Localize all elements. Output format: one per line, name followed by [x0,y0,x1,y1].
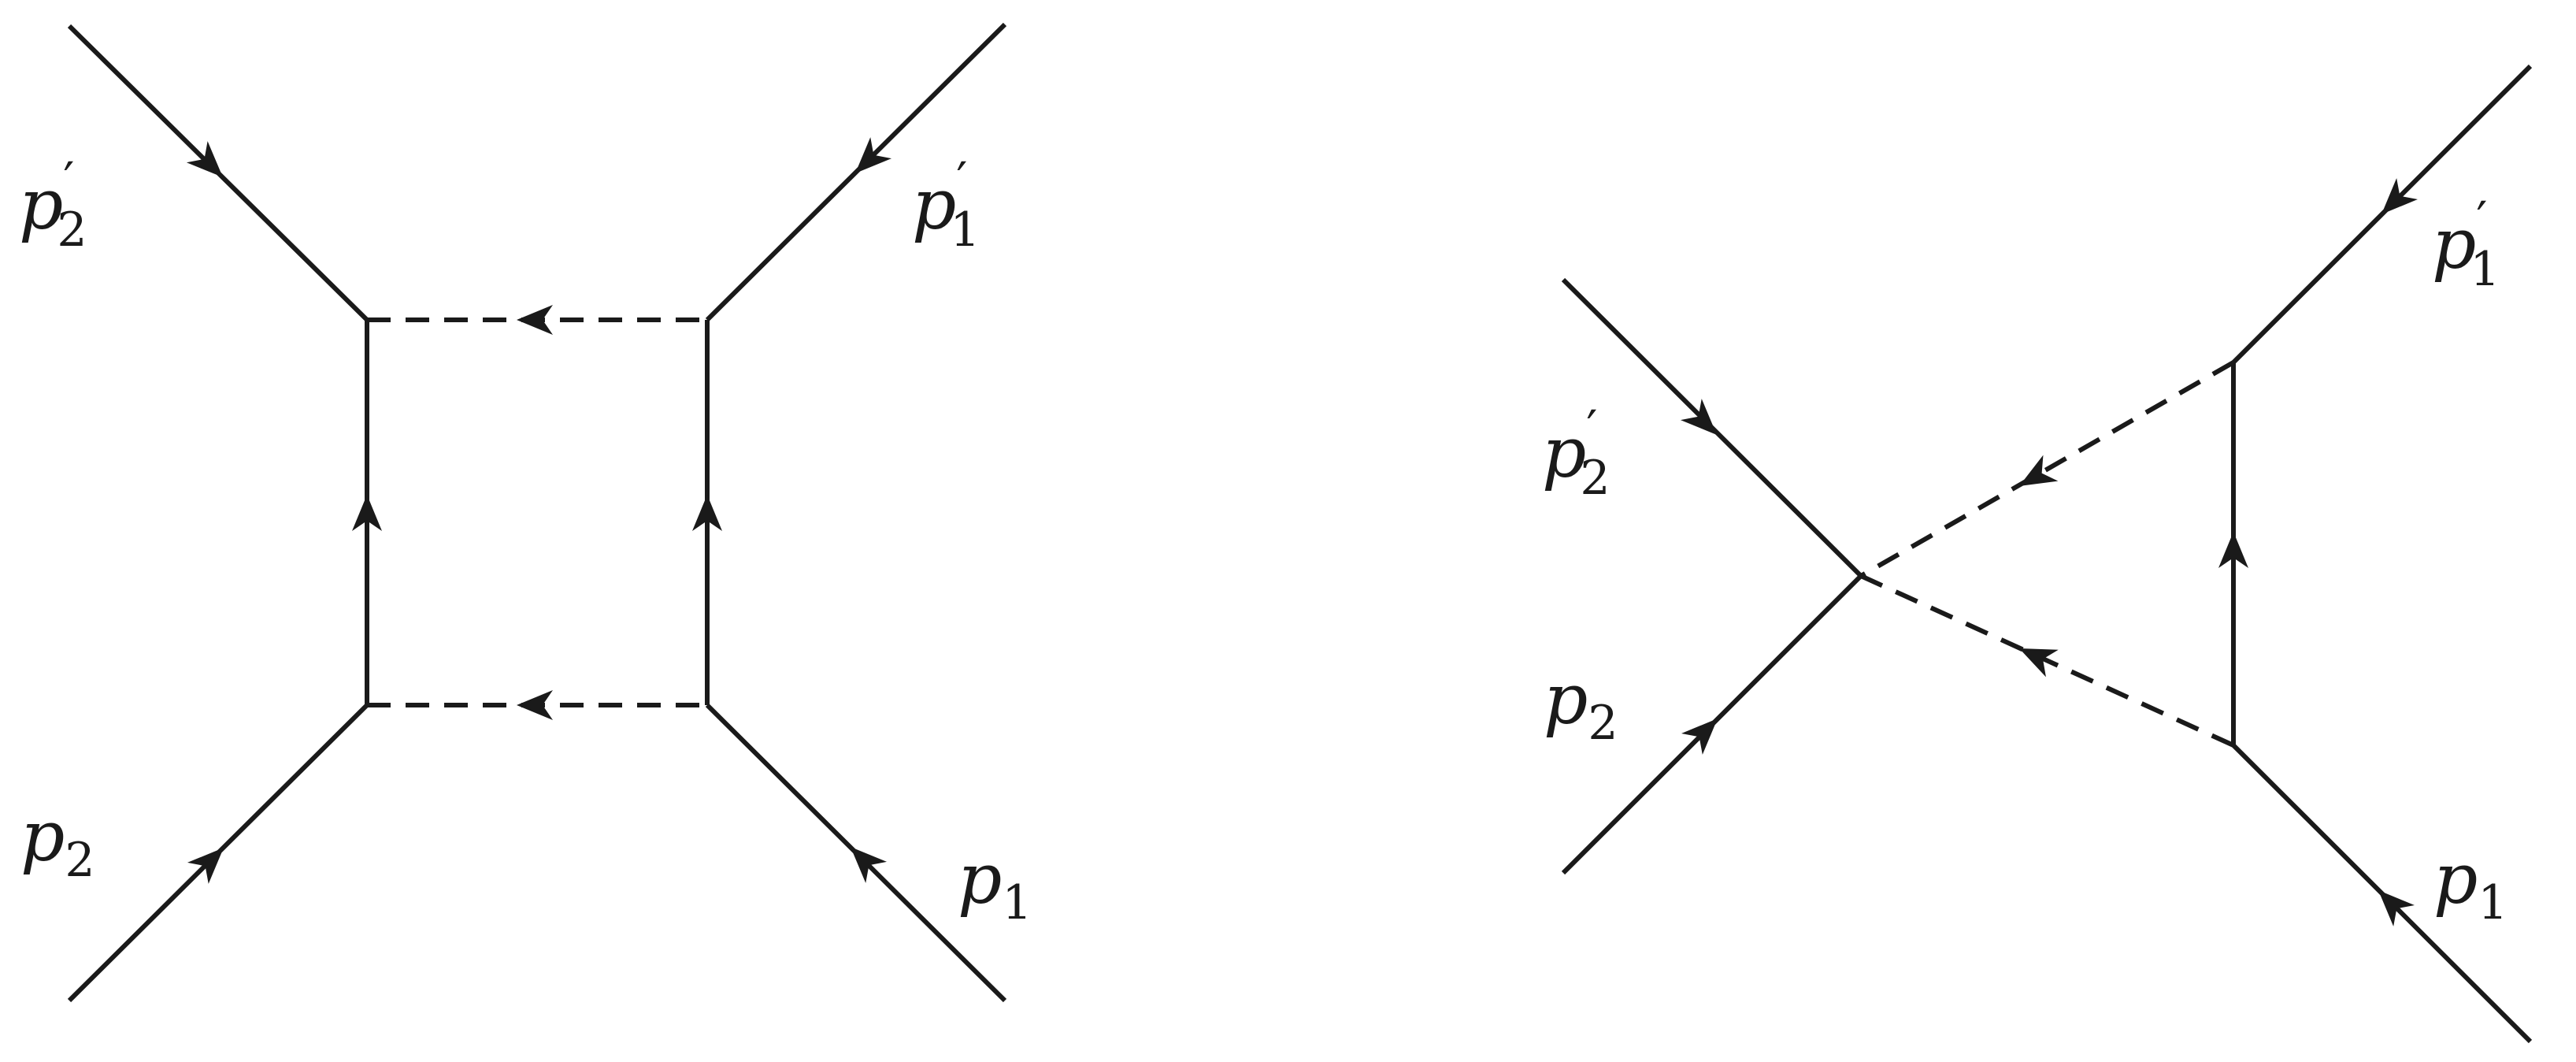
arrow-right-propagator [692,495,722,531]
label-p1-prime-incoming: p′1 [912,151,980,258]
arrow-top-right-leg [855,137,892,173]
arrow-top-left-leg [186,141,223,177]
arrow-right-propagator [2218,532,2248,568]
label-p1-prime-incoming: p′1 [2432,191,2500,297]
label-p2-outgoing: p2 [20,796,95,888]
label-p1-outgoing: p1 [958,838,1032,930]
label-p1-outgoing: p1 [2433,838,2508,930]
arrow-bottom-right-leg [2378,890,2415,926]
arrow-bottom-right-leg [851,847,888,883]
label-p2-outgoing: p2 [1544,659,1618,751]
scalar-propagator-upper [1859,360,2235,578]
scalar-propagator-lower [1859,574,2235,748]
arrow-upper-scalar [2019,455,2059,486]
arrow-top-left-leg [1680,399,1717,435]
arrow-lower-scalar [2019,648,2059,678]
leg-top-right [2231,64,2533,365]
crossed-diagram: p′2 p′1 p2 p1 [1542,64,2533,1044]
arrow-left-propagator [352,495,382,531]
label-p2-prime-incoming: p′2 [1542,399,1610,506]
label-p2-prime-incoming: p′2 [19,151,87,258]
arrow-bottom-left-leg [1681,719,1718,755]
arrow-bottom-scalar [517,690,553,720]
arrow-bottom-left-leg [187,848,224,884]
arrow-top-scalar [517,305,553,335]
arrow-top-right-leg [2381,178,2418,214]
box-diagram: p′2 p′1 p2 p1 [19,22,1032,1003]
